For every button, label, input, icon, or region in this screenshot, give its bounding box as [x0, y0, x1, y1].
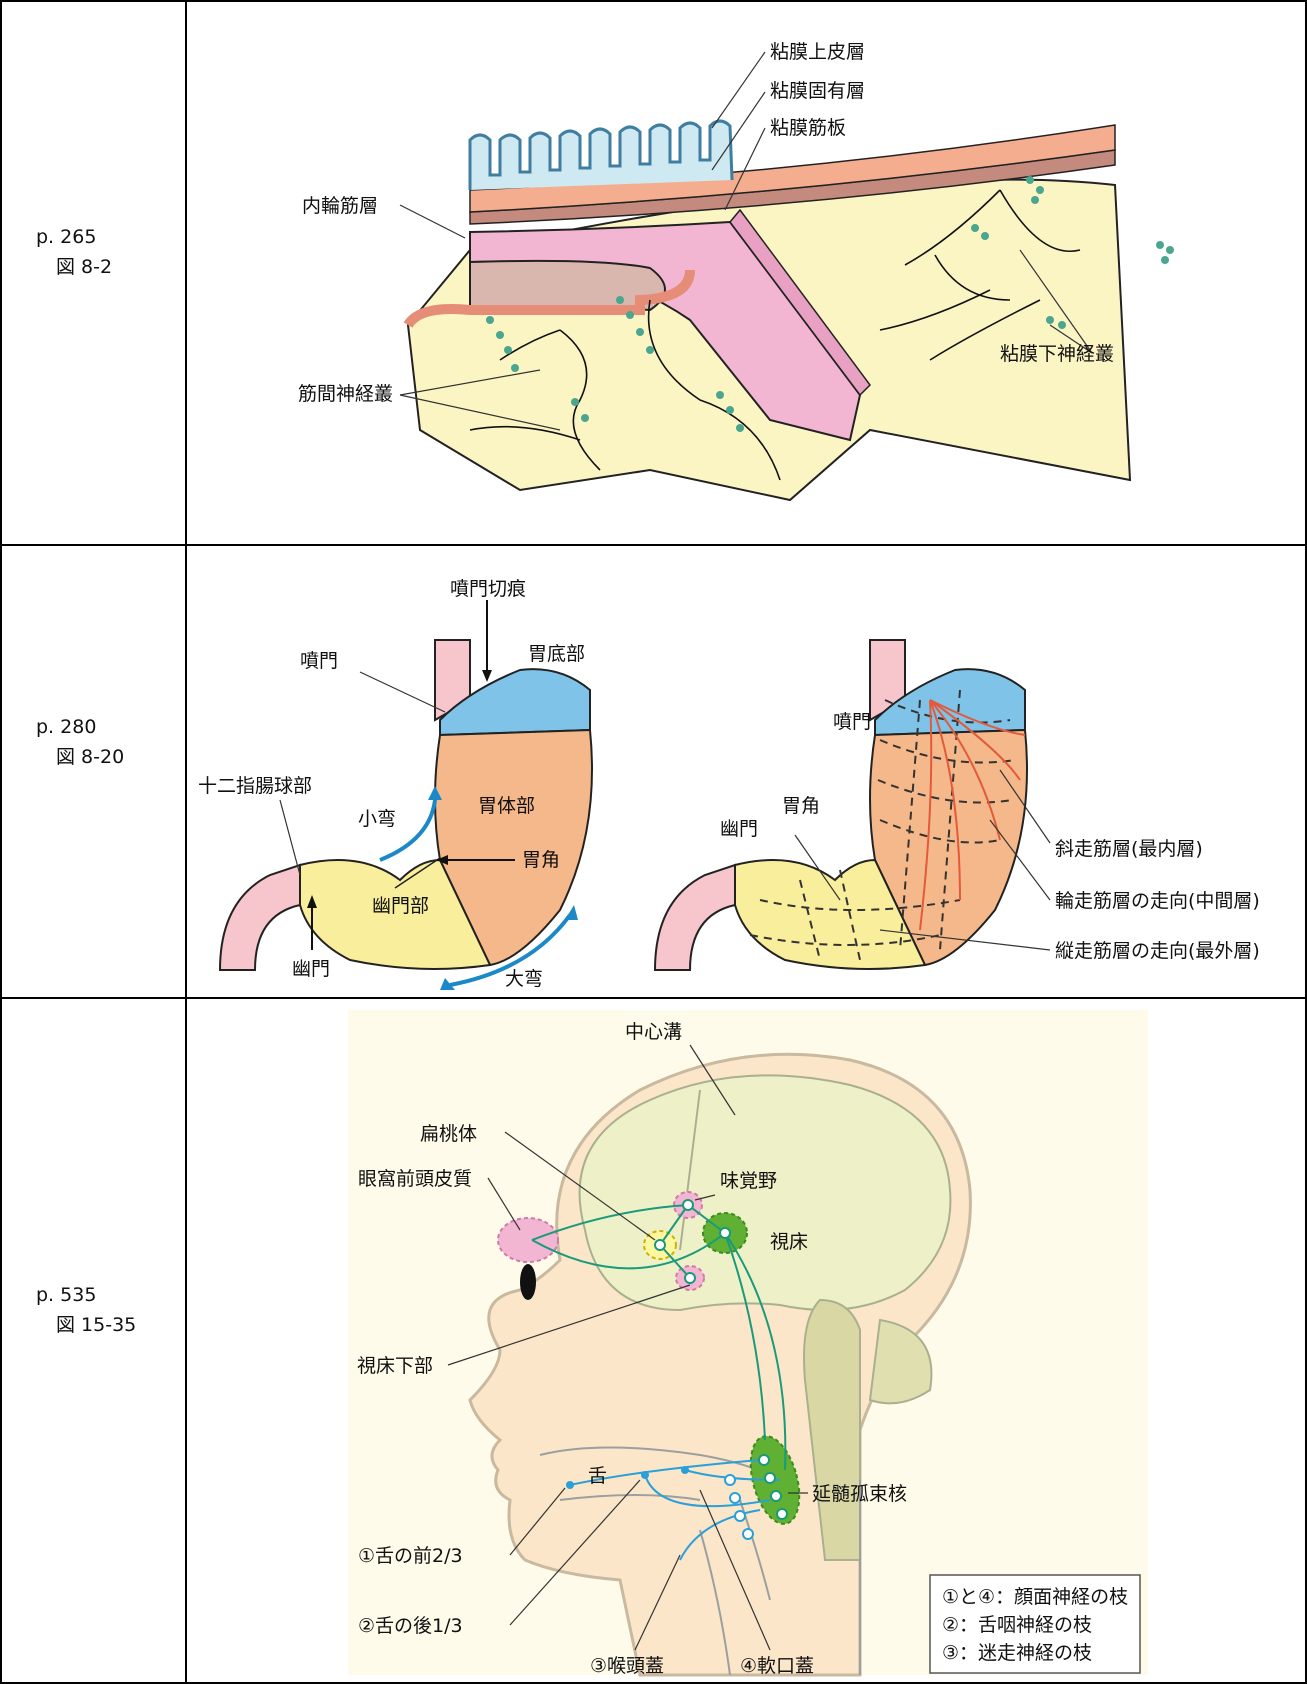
nerve-legend: ①と④：顔面神経の枝 ②：舌咽神経の枝 ③：迷走神経の枝 — [930, 1575, 1140, 1673]
label-epithelium: 粘膜上皮層 — [770, 41, 865, 63]
label-tongue-posterior: ②舌の後1/3 — [358, 1615, 463, 1637]
stomach-right — [655, 640, 1027, 970]
label-muscularis-mucosae: 粘膜筋板 — [770, 117, 846, 139]
eye-icon — [520, 1264, 536, 1300]
label-hypothalamus: 視床下部 — [357, 1355, 433, 1377]
label-fundus: 胃底部 — [528, 643, 585, 665]
label-cardiac-notch: 噴門切痕 — [450, 578, 526, 600]
label-pyloric-part: 幽門部 — [372, 895, 429, 917]
page-number: p. 265 — [36, 226, 96, 248]
label-amygdala: 扁桃体 — [420, 1123, 477, 1145]
label-body: 胃体部 — [478, 795, 535, 817]
label-circular-layer: 輪走筋層の走向(中間層) — [1055, 890, 1260, 912]
legend-item: ③：迷走神経の枝 — [942, 1642, 1092, 1664]
page-number: p. 535 — [36, 1284, 96, 1306]
label-angle: 胃角 — [522, 849, 560, 871]
label-lamina-propria: 粘膜固有層 — [770, 80, 865, 102]
figure-number: 図 8-2 — [36, 252, 112, 282]
row2-reference: p. 280 図 8-20 — [36, 712, 124, 772]
label-greater-curvature: 大弯 — [505, 968, 543, 990]
label-thalamus: 視床 — [770, 1231, 808, 1253]
label-soft-palate: ④軟口蓋 — [740, 1655, 814, 1677]
figure-number: 図 8-20 — [36, 742, 124, 772]
figure-gustatory-pathway: 中心溝 扁桃体 眼窩前頭皮質 味覚野 視床 視床下部 舌 延髄孤束核 ①舌の前2… — [187, 999, 1305, 1683]
label-solitary-nucleus: 延髄孤束核 — [812, 1483, 907, 1505]
label-orbitofrontal: 眼窩前頭皮質 — [358, 1168, 472, 1190]
label-angle-right: 胃角 — [782, 795, 820, 817]
orbitofrontal-region — [498, 1218, 558, 1262]
figure-intestinal-wall: 粘膜上皮層 粘膜固有層 粘膜筋板 内輪筋層 粘膜下神経叢 筋間神経叢 — [187, 2, 1305, 544]
label-tongue: 舌 — [588, 1465, 607, 1487]
label-myenteric-plexus: 筋間神経叢 — [298, 383, 393, 405]
label-pylorus-right: 幽門 — [720, 818, 758, 840]
label-lesser-curvature: 小弯 — [358, 808, 396, 830]
brain — [580, 1075, 951, 1310]
row3-reference: p. 535 図 15-35 — [36, 1280, 136, 1340]
legend-item: ①と④：顔面神経の枝 — [942, 1586, 1128, 1608]
label-submucosal-plexus: 粘膜下神経叢 — [1000, 343, 1114, 365]
page-number: p. 280 — [36, 716, 96, 738]
figure-number: 図 15-35 — [36, 1310, 136, 1340]
label-inner-circular: 内輪筋層 — [302, 195, 378, 217]
label-duodenal-bulb: 十二指腸球部 — [198, 775, 312, 797]
label-tongue-anterior: ①舌の前2/3 — [358, 1545, 463, 1567]
label-central-sulcus: 中心溝 — [625, 1021, 682, 1043]
row1-reference: p. 265 図 8-2 — [36, 222, 112, 282]
label-cardia: 噴門 — [300, 650, 338, 672]
label-longitudinal-layer: 縦走筋層の走向(最外層) — [1055, 940, 1260, 962]
label-cardia-right: 噴門 — [833, 711, 871, 733]
label-gustatory-area: 味覚野 — [720, 1170, 777, 1192]
legend-item: ②：舌咽神経の枝 — [942, 1614, 1092, 1636]
epithelium-villi — [470, 121, 732, 190]
label-oblique-layer: 斜走筋層(最内層) — [1055, 838, 1203, 860]
label-epiglottis: ③喉頭蓋 — [590, 1655, 664, 1677]
stomach-left — [220, 640, 592, 970]
label-pylorus: 幽門 — [292, 958, 330, 980]
figure-stomach: 噴門切痕 噴門 胃底部 十二指腸球部 小弯 胃体部 胃角 幽門部 幽門 大弯 — [187, 546, 1305, 997]
